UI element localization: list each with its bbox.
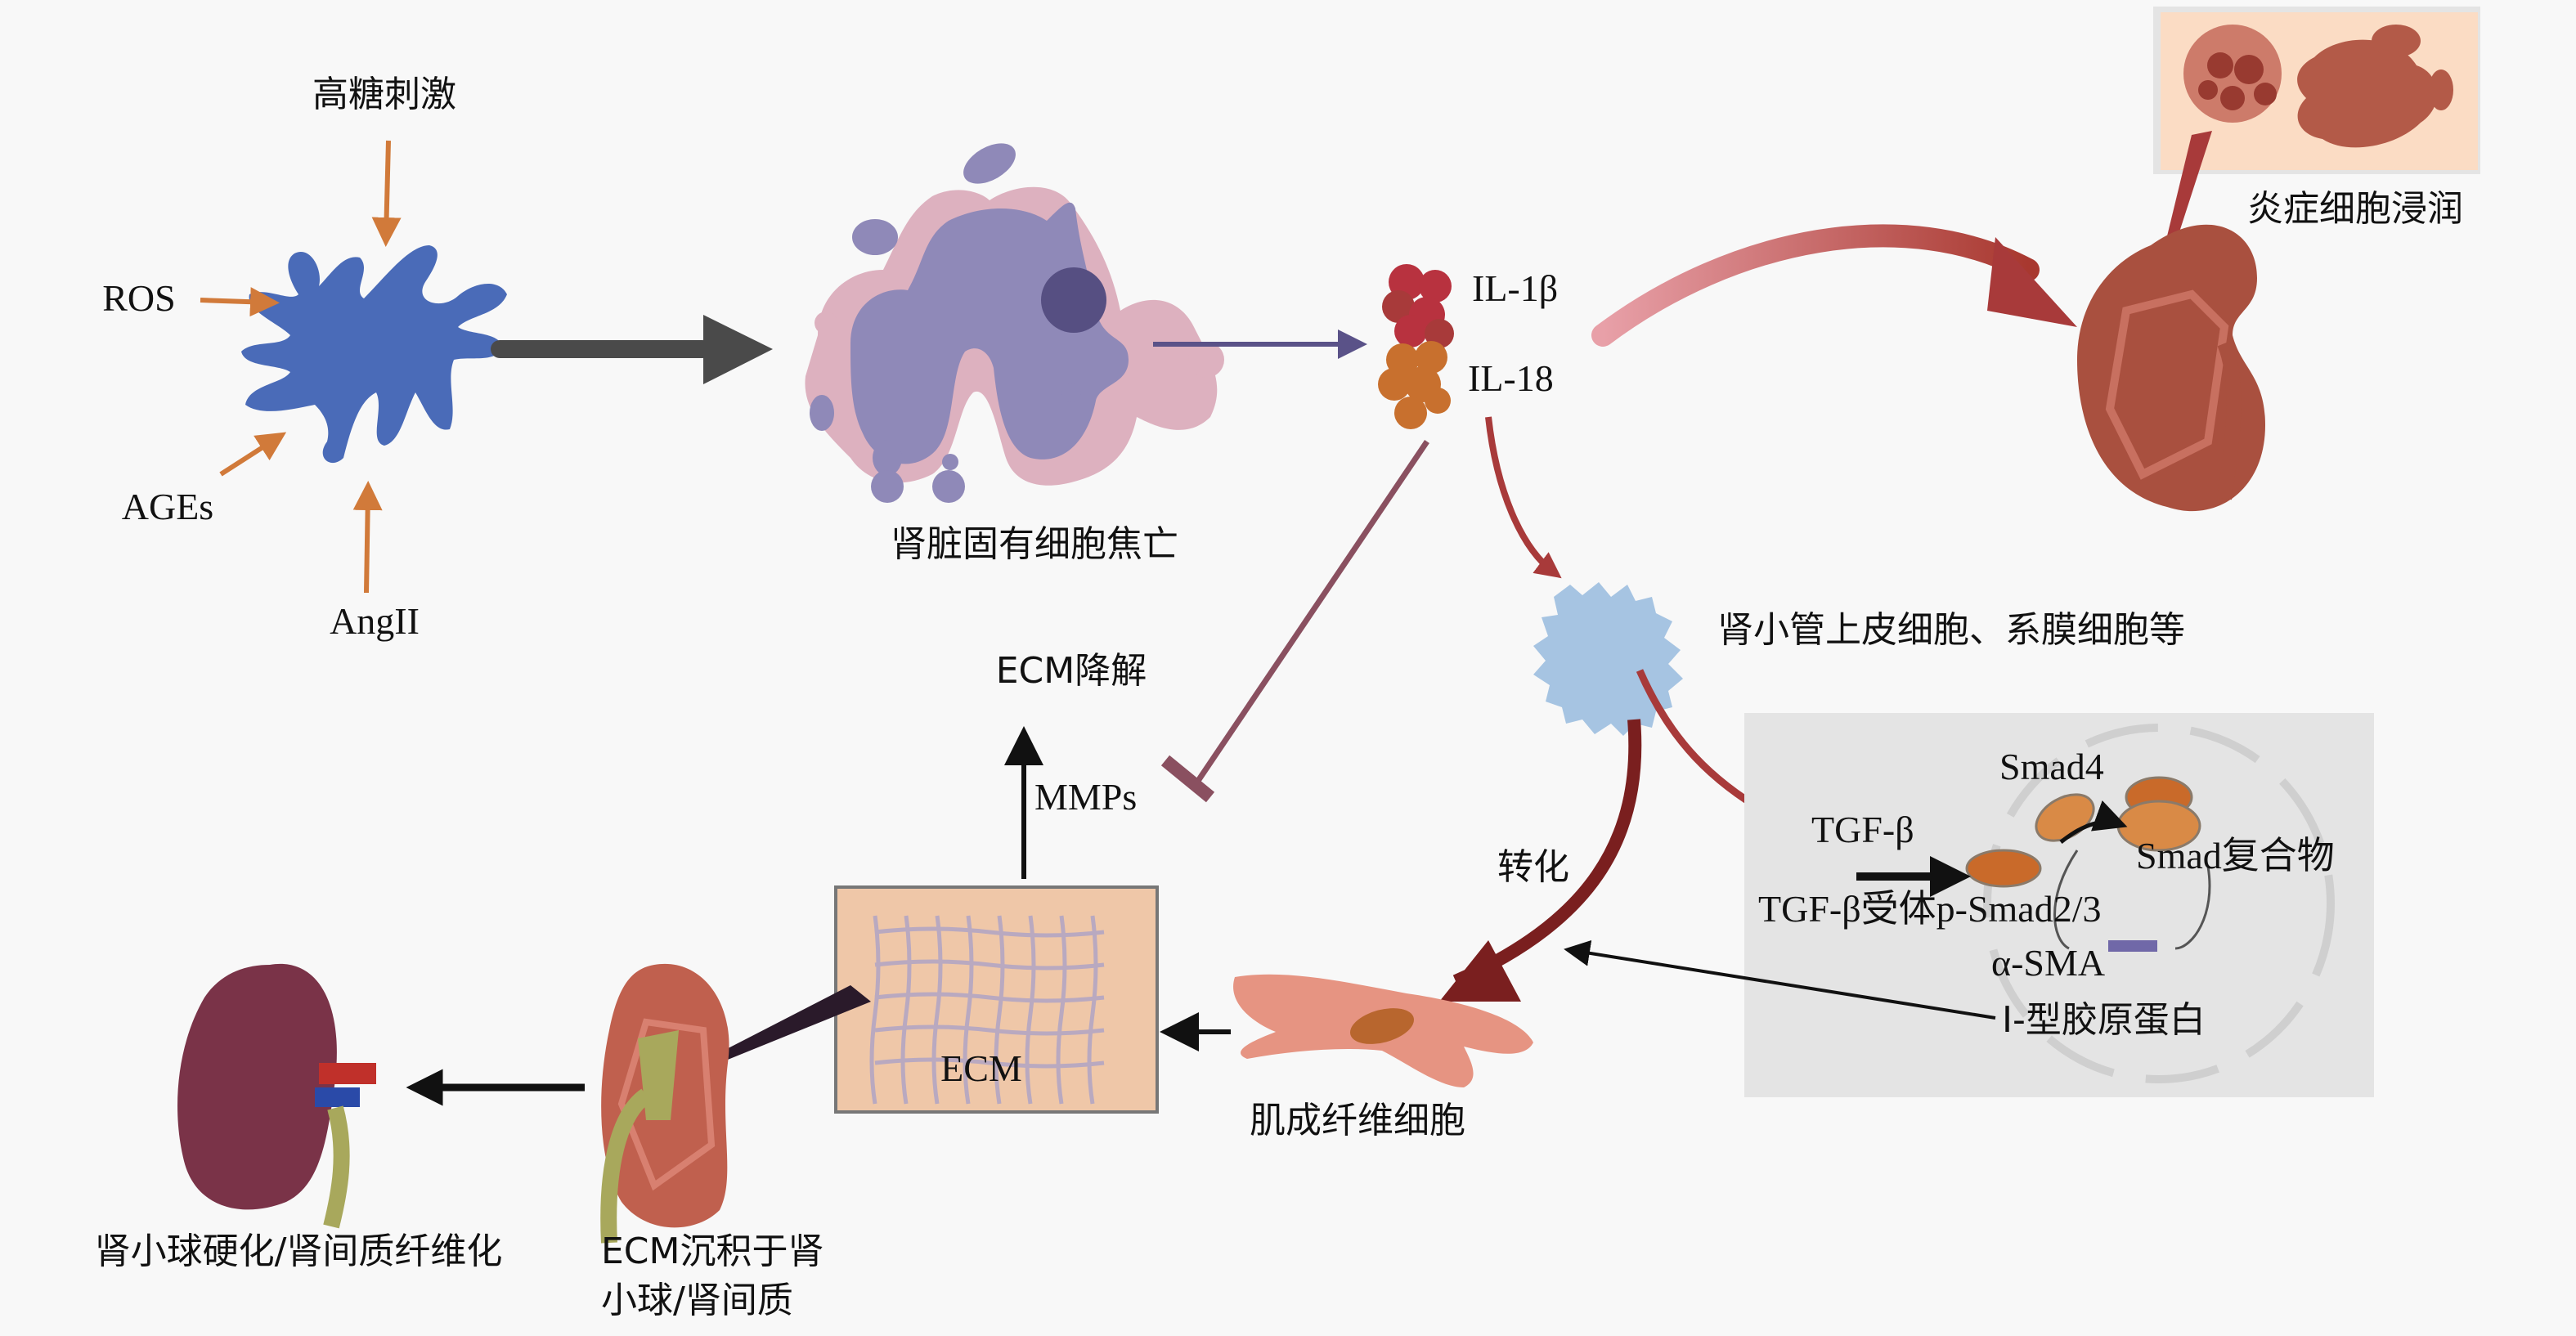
ros-arrow	[200, 287, 280, 317]
ecm-fiber-horizontal	[874, 959, 1105, 971]
ros-label: ROS	[102, 277, 175, 319]
angii-arrow	[352, 481, 383, 594]
smad-binding-arrow	[2059, 800, 2128, 844]
smad-complex-label: Smad复合物	[2136, 835, 2335, 876]
tubular-epithelial-cell	[1533, 582, 1683, 736]
ages-arrow	[219, 432, 287, 477]
ecm-fiber-vertical	[1087, 915, 1098, 1105]
ecm-fiber-vertical	[963, 915, 974, 1105]
ecm-box-label: ECM	[940, 1047, 1022, 1089]
myofibroblast	[1233, 974, 1533, 1087]
ecm-fiber-horizontal	[874, 926, 1105, 938]
ecm-fiber-vertical	[900, 915, 912, 1105]
sclerosis-label: 肾小球硬化/肾间质纤维化	[95, 1231, 503, 1272]
ecm-deposition-label-line2: 小球/肾间质	[601, 1280, 793, 1321]
sclerotic-kidney	[177, 963, 376, 1229]
ecm-fiber-vertical	[994, 915, 1005, 1105]
high-glucose-label: 高糖刺激	[312, 74, 456, 115]
myofibroblast-label: 肌成纤维细胞	[1250, 1100, 1465, 1141]
il18-label: IL-18	[1468, 357, 1554, 399]
ecm-fiber-vertical	[931, 915, 943, 1105]
inhibition-line	[1160, 440, 1429, 803]
inflammation-label: 炎症细胞浸润	[2247, 188, 2463, 230]
ecm-zoom-pointer	[716, 985, 871, 1063]
tubular-cell-label: 肾小管上皮细胞、系膜细胞等	[1717, 609, 2185, 651]
transformation-arrowhead	[1439, 940, 1521, 1002]
ecm-kidney	[600, 963, 729, 1244]
ages-label: AGEs	[122, 486, 213, 527]
angii-label: AngII	[330, 600, 420, 642]
cytokine-to-tubular-arrow	[1485, 416, 1562, 579]
dna-icon	[2108, 940, 2157, 952]
transformation-label: 转化	[1497, 846, 1569, 888]
high-glucose-arrow	[371, 140, 402, 247]
inflammation-arrowhead	[1987, 237, 2077, 327]
inflamed-kidney	[2077, 224, 2265, 512]
ecm-box	[834, 885, 1159, 1114]
smad-signaling-panel	[1744, 713, 2374, 1097]
alpha-sma-label: α-SMA	[1991, 942, 2105, 984]
stressed-cell	[241, 245, 507, 464]
ecm-fiber-vertical	[1056, 915, 1067, 1105]
collagen-to-myofibroblast-arrow	[1564, 939, 1996, 1020]
ecm-fiber-horizontal	[874, 1057, 1105, 1069]
tgf-beta-label: TGF-β	[1811, 809, 1914, 850]
ecm-degradation-label: ECM降解	[996, 650, 1147, 692]
pyroptotic-cell	[805, 143, 1224, 503]
pyroptosis-label: 肾脏固有细胞焦亡	[891, 523, 1178, 565]
il1b-cluster	[1382, 264, 1454, 348]
p-smad23-protein	[1965, 849, 2042, 888]
collagen-label: I-型胶原蛋白	[2002, 999, 2206, 1041]
ecm-fiber-horizontal	[874, 1024, 1105, 1036]
receptor-psmad-label: TGF-β受体p-Smad2/3	[1758, 888, 2102, 930]
ecm-deposition-label-line1: ECM沉积于肾	[601, 1231, 824, 1272]
il1b-label: IL-1β	[1472, 267, 1558, 309]
il18-cluster	[1378, 341, 1451, 429]
ecm-fiber-horizontal	[874, 992, 1105, 1003]
transformation-arrow	[1452, 719, 1642, 988]
ecm-fiber-vertical	[1025, 915, 1036, 1105]
progression-arrow	[491, 315, 773, 384]
smad4-label: Smad4	[1999, 746, 2104, 787]
inflammation-arrow	[1591, 224, 2040, 347]
ecm-fiber-vertical	[869, 915, 881, 1105]
inflammatory-cell-box	[2153, 7, 2480, 174]
mmps-label: MMPs	[1034, 776, 1137, 818]
